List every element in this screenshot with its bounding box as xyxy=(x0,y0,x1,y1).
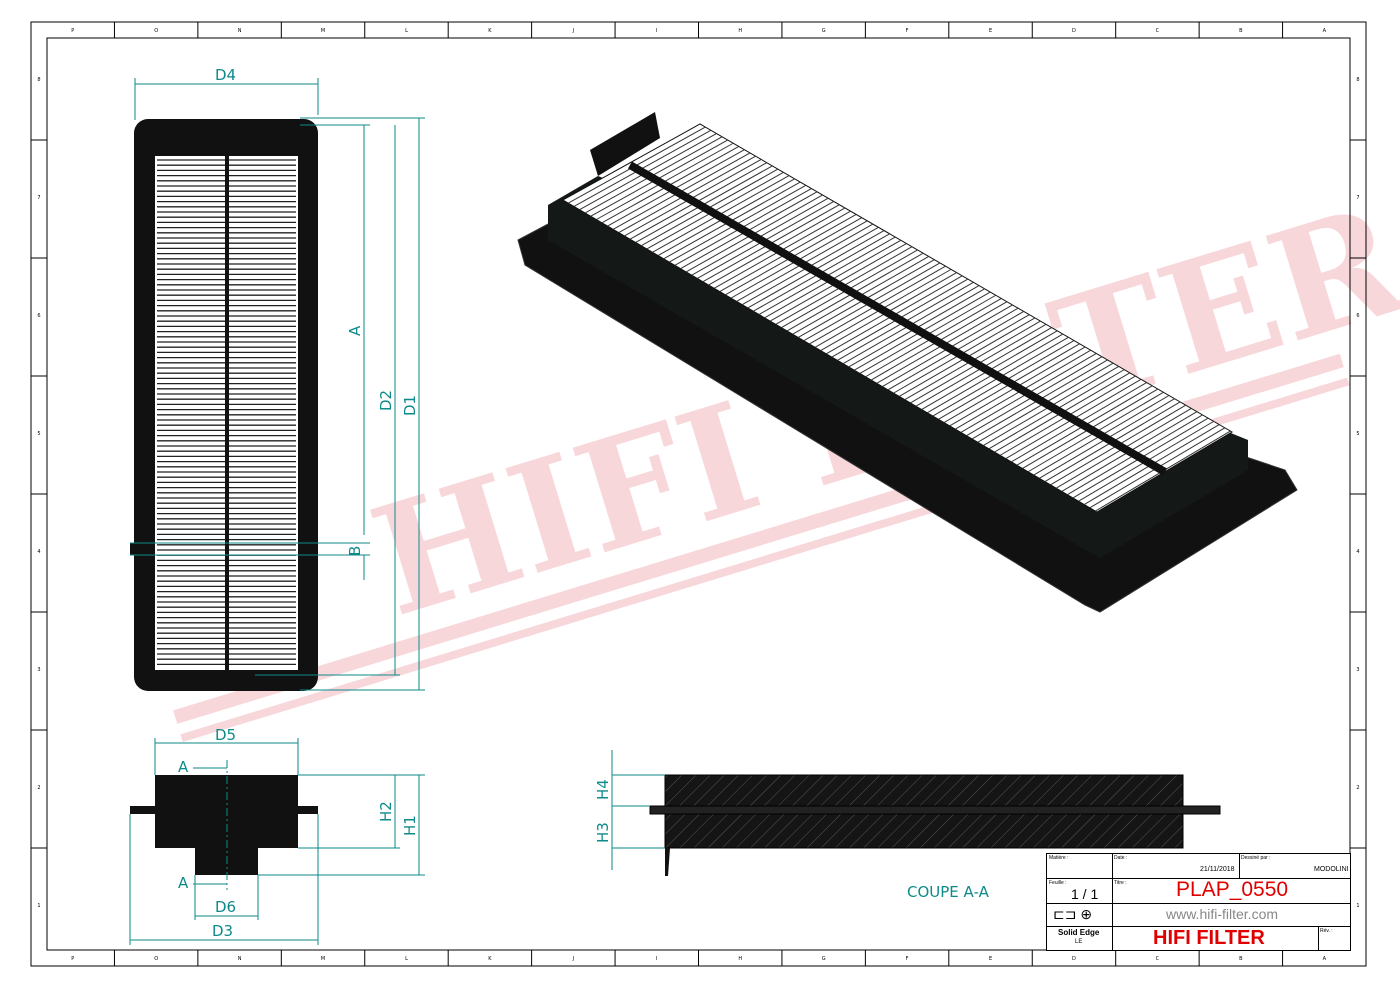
front-view-dimensions: D4 A D2 D1 B xyxy=(130,66,425,691)
column-mark: A xyxy=(1323,956,1327,962)
svg-text:D3: D3 xyxy=(212,922,233,940)
column-mark: D xyxy=(1072,28,1076,34)
svg-text:B: B xyxy=(346,546,364,556)
svg-text:H3: H3 xyxy=(594,822,612,843)
svg-text:H2: H2 xyxy=(377,801,395,822)
column-mark: N xyxy=(238,956,242,962)
column-mark: K xyxy=(488,956,492,962)
border-zone-marks: P P O O N N M M L L K K J J I I H H G G F F E E D D C C B B A A 8 8 7 7 6 6 5 5… xyxy=(31,22,1366,966)
column-mark: N xyxy=(238,28,242,34)
isometric-view xyxy=(517,112,1298,613)
column-mark: F xyxy=(906,28,909,34)
column-mark: H xyxy=(738,28,742,34)
svg-text:H1: H1 xyxy=(401,815,419,836)
column-mark: E xyxy=(989,28,992,34)
side-view xyxy=(130,760,318,890)
matiere-label: Matière : xyxy=(1049,855,1069,861)
brand-name: HIFI FILTER xyxy=(1153,927,1265,949)
row-mark: 3 xyxy=(37,667,40,673)
column-mark: P xyxy=(71,28,74,34)
column-mark: B xyxy=(1239,28,1243,34)
column-mark: D xyxy=(1072,956,1076,962)
row-mark: 4 xyxy=(37,549,40,555)
svg-text:A: A xyxy=(178,758,189,776)
row-mark: 7 xyxy=(37,195,40,201)
sheet-label: Feuille : xyxy=(1049,880,1067,886)
column-mark: M xyxy=(321,956,325,962)
svg-text:D1: D1 xyxy=(401,395,419,416)
row-mark: 8 xyxy=(1356,77,1359,83)
column-mark: B xyxy=(1239,956,1243,962)
column-mark: F xyxy=(906,956,909,962)
title-label: Titre : xyxy=(1114,880,1127,886)
row-mark: 6 xyxy=(37,313,40,319)
svg-text:D6: D6 xyxy=(215,898,236,916)
revision-label: Rév. : xyxy=(1320,928,1333,934)
software-sub: LE xyxy=(1075,939,1083,945)
row-mark: 2 xyxy=(37,785,40,791)
row-mark: 3 xyxy=(1356,667,1359,673)
column-mark: E xyxy=(989,956,992,962)
drawing-title: PLAP_0550 xyxy=(1176,878,1289,901)
software-label: Solid Edge xyxy=(1058,928,1100,937)
column-mark: L xyxy=(405,28,408,34)
date-label: Date : xyxy=(1114,855,1128,861)
row-mark: 1 xyxy=(37,903,40,909)
section-caption: COUPE A-A xyxy=(907,883,990,901)
column-mark: M xyxy=(321,28,325,34)
column-mark: G xyxy=(822,956,826,962)
svg-text:D2: D2 xyxy=(377,390,395,411)
front-view xyxy=(130,119,318,691)
drawn-by-value: MODOLINI xyxy=(1314,866,1349,873)
column-mark: K xyxy=(488,28,492,34)
column-mark: J xyxy=(572,956,574,962)
column-mark: O xyxy=(154,956,158,962)
row-mark: 7 xyxy=(1356,195,1359,201)
row-mark: 5 xyxy=(1356,431,1359,437)
projection-symbol-icon: ⊏⊐ ⊕ xyxy=(1053,906,1093,922)
column-mark: I xyxy=(656,28,657,34)
svg-text:D4: D4 xyxy=(215,66,236,84)
column-mark: C xyxy=(1156,28,1160,34)
column-mark: H xyxy=(738,956,742,962)
column-mark: O xyxy=(154,28,158,34)
svg-text:H4: H4 xyxy=(594,779,612,800)
row-mark: 5 xyxy=(37,431,40,437)
column-mark: G xyxy=(822,28,826,34)
section-view: H4 H3 COUPE A-A xyxy=(594,750,1221,901)
sheet-value: 1 / 1 xyxy=(1071,886,1099,902)
svg-text:A: A xyxy=(346,325,364,336)
column-mark: L xyxy=(405,956,408,962)
column-mark: C xyxy=(1156,956,1160,962)
row-mark: 1 xyxy=(1356,903,1359,909)
row-mark: 6 xyxy=(1356,313,1359,319)
date-value: 21/11/2018 xyxy=(1200,866,1235,873)
row-mark: 2 xyxy=(1356,785,1359,791)
column-mark: J xyxy=(572,28,574,34)
row-mark: 4 xyxy=(1356,549,1359,555)
column-mark: A xyxy=(1323,28,1327,34)
column-mark: P xyxy=(71,956,74,962)
drawn-by-label: Dessiné par : xyxy=(1241,855,1271,861)
column-mark: I xyxy=(656,956,657,962)
website-text: www.hifi-filter.com xyxy=(1166,906,1279,922)
row-mark: 8 xyxy=(37,77,40,83)
side-view-dimensions: D5 H2 H1 D6 D3 A A xyxy=(129,726,425,945)
title-block: Matière : Date : 21/11/2018 Dessiné par … xyxy=(1046,853,1351,951)
svg-text:D5: D5 xyxy=(215,726,236,744)
svg-text:A: A xyxy=(178,874,189,892)
